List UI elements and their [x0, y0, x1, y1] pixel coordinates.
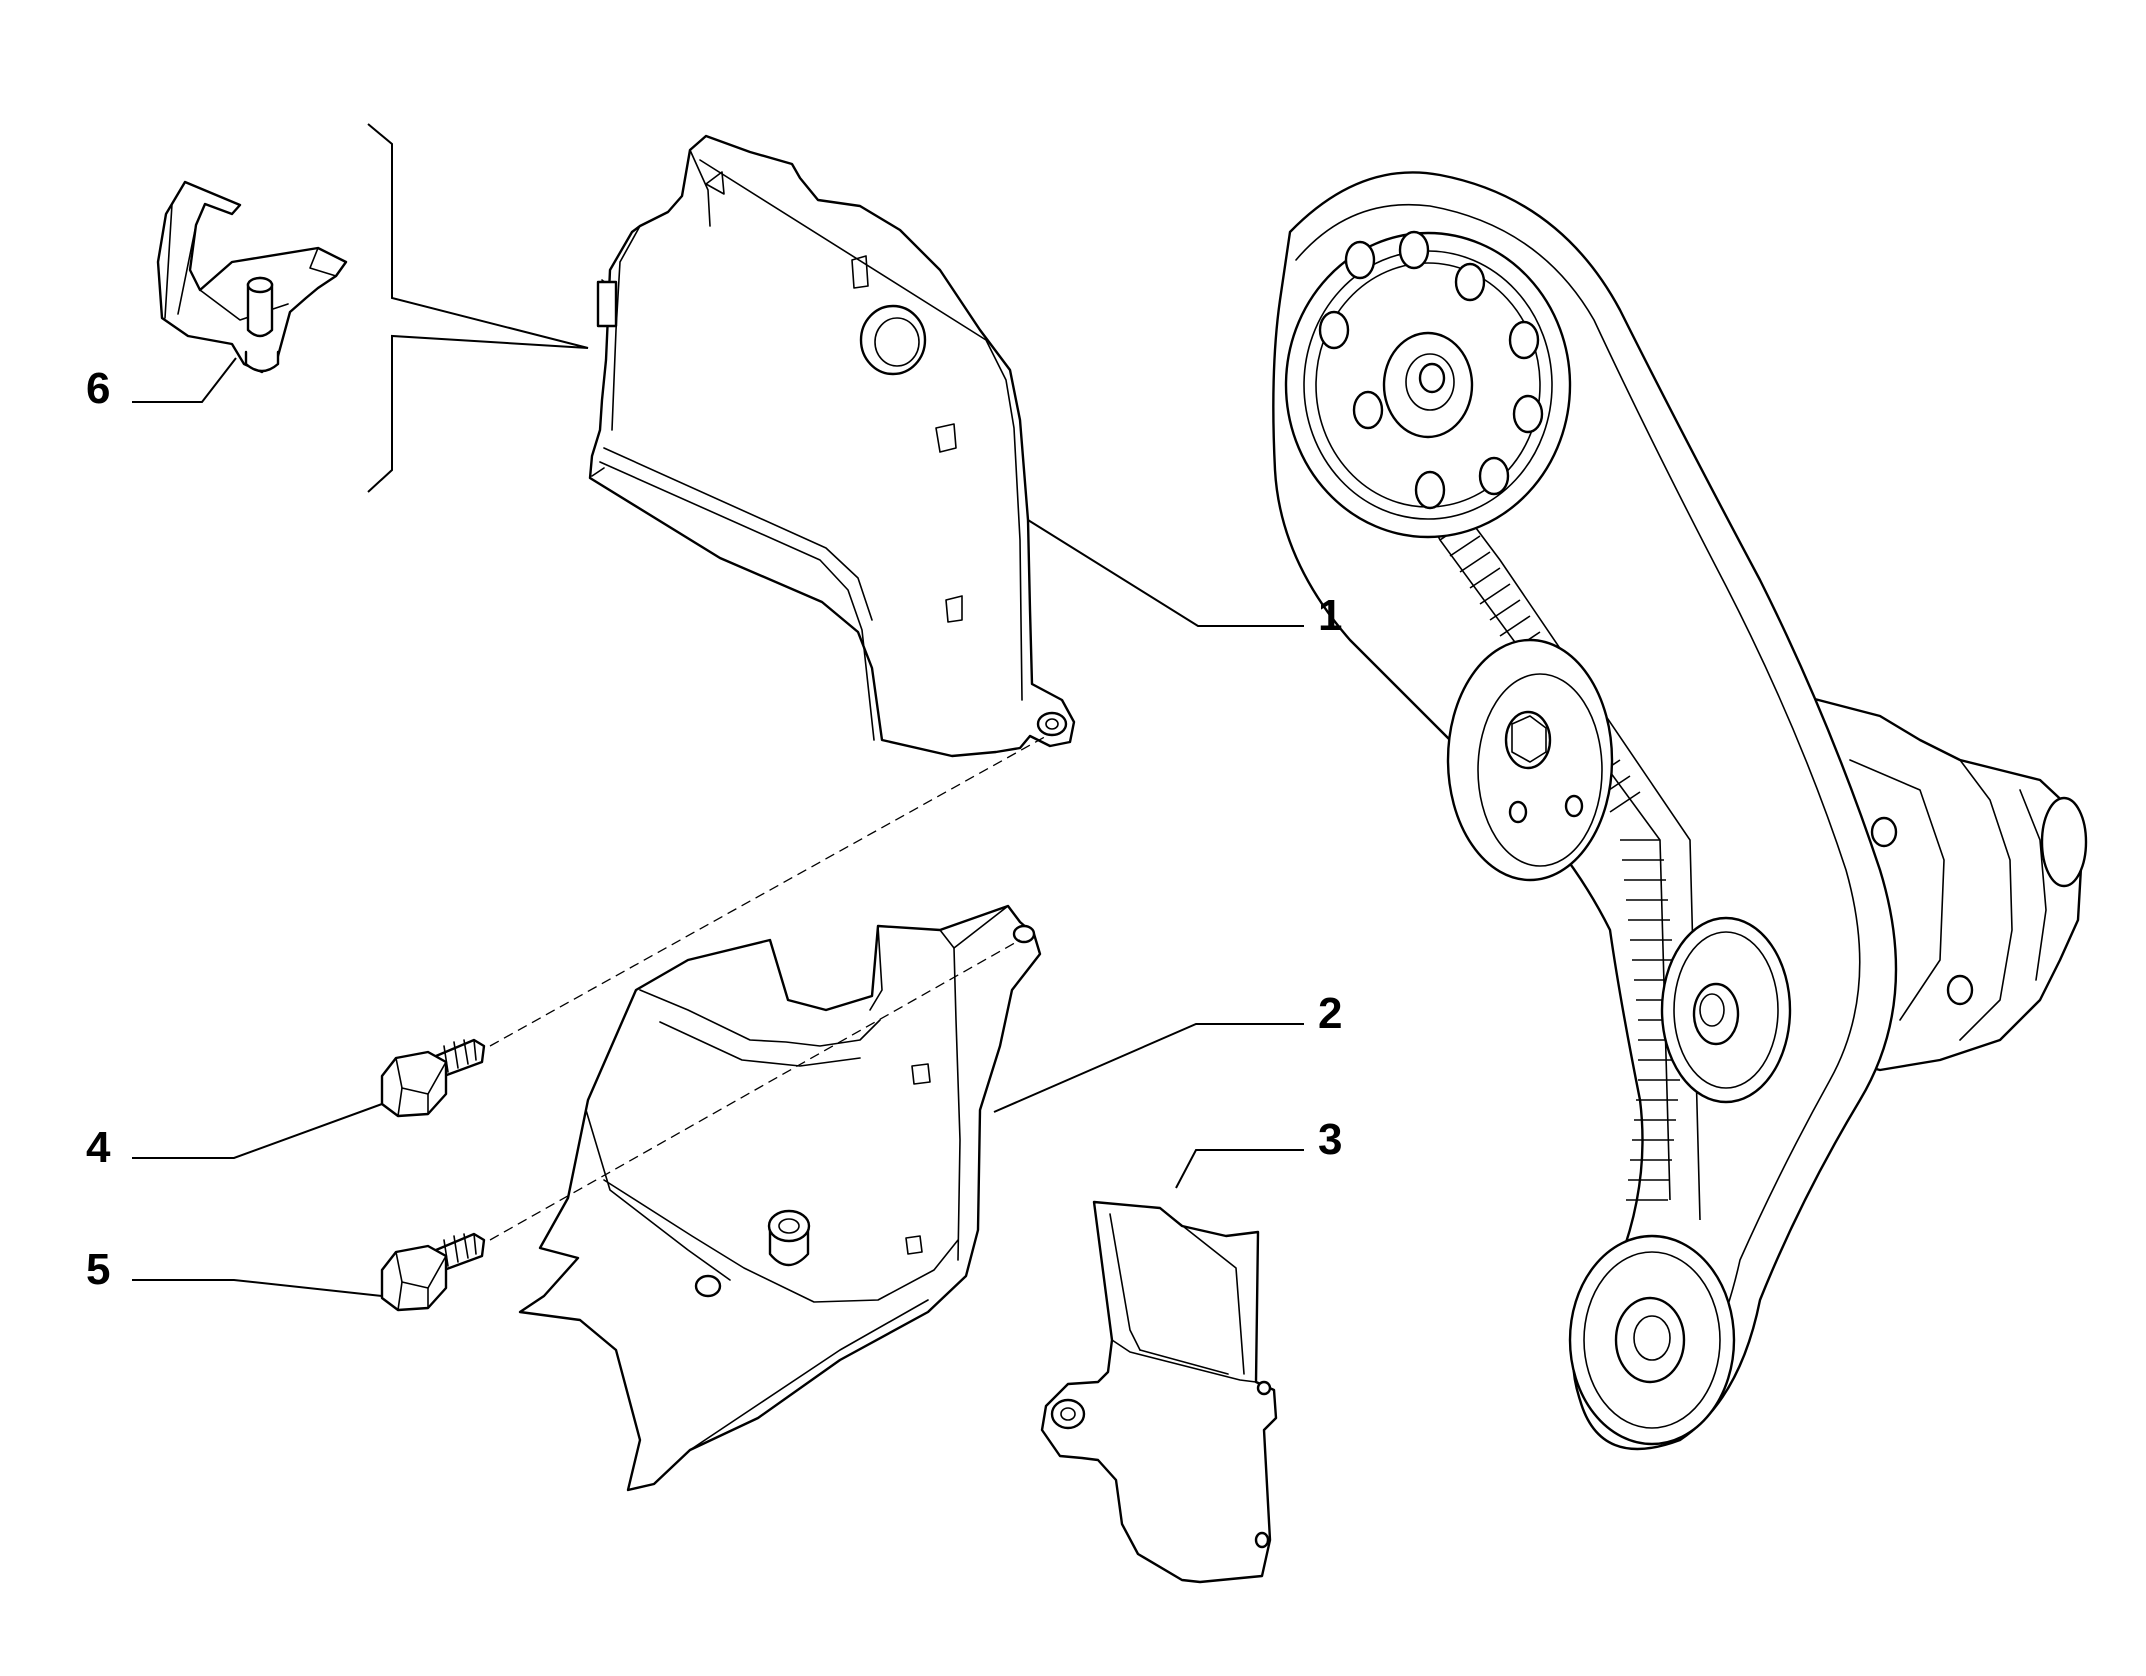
part-5-bolt: [380, 1232, 486, 1312]
leader-lines: [132, 357, 1304, 1297]
callout-2: 2: [1318, 989, 1342, 1038]
part-2-lower-cover: [518, 904, 1042, 1492]
crankshaft-sprocket: [1568, 1234, 1736, 1446]
part-1-upper-cover: [588, 134, 1076, 758]
part-6-clip-bracket: [156, 180, 348, 374]
assembly-bracket: [367, 123, 589, 493]
assembly-dashed-lines: [489, 733, 1051, 1241]
callout-4: 4: [86, 1123, 111, 1172]
callout-3: 3: [1318, 1115, 1342, 1164]
part-4-bolt: [380, 1038, 486, 1118]
callout-5: 5: [86, 1245, 110, 1294]
callout-labels: 6 1 2 3 4 5: [86, 364, 1342, 1294]
camshaft-sprocket: [1284, 230, 1572, 539]
tensioner-pulley: [1446, 638, 1614, 882]
pump-sprocket: [1660, 916, 1792, 1104]
callout-1: 1: [1318, 591, 1342, 640]
callout-6: 6: [86, 364, 110, 413]
part-3-shield: [1040, 1200, 1278, 1584]
timing-belt-assembly: [1272, 171, 2088, 1451]
